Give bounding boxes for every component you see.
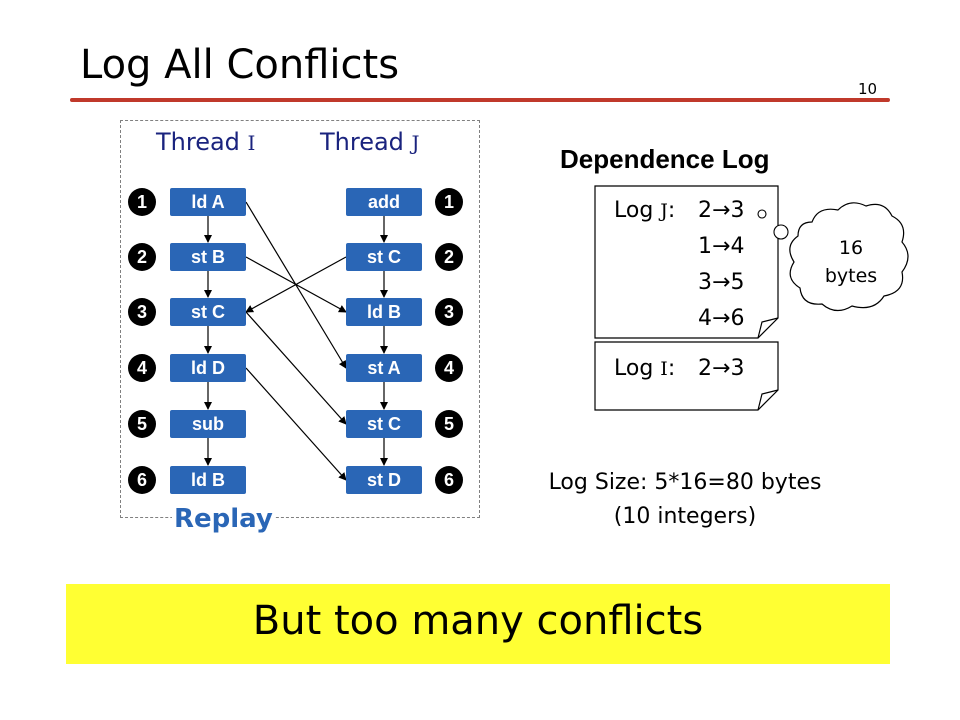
thread-i-instruction: ld D [170, 354, 246, 382]
thread-j-var: J [411, 131, 420, 155]
thread-j-step-number: 1 [435, 188, 463, 216]
thread-i-label: Thread I [156, 128, 255, 156]
arrow-icon: → [712, 198, 731, 223]
log-j-prefix: Log [614, 198, 661, 223]
log-entry-to: 4 [730, 234, 745, 259]
thread-i-step-number: 2 [128, 243, 156, 271]
log-entry-from: 2 [698, 198, 712, 223]
thread-j-instruction: ld B [346, 298, 422, 326]
thread-j-instruction: st A [346, 354, 422, 382]
conclusion-banner [66, 584, 890, 664]
thread-j-instruction: st C [346, 410, 422, 438]
conflict-arrow [245, 311, 347, 425]
thread-j-step-number: 5 [435, 410, 463, 438]
log-i-prefix: Log [614, 356, 661, 381]
arrow-icon: → [712, 234, 731, 259]
arrow-icon: → [712, 356, 731, 381]
log-j-entry: 2→3 [698, 198, 744, 223]
replay-label: Replay [172, 504, 275, 534]
log-j-entry: 3→5 [698, 270, 744, 295]
thought-bubble [789, 202, 909, 312]
log-i-entry: 2→3 [698, 356, 744, 381]
program-order-arrows [204, 216, 388, 466]
thread-i-prefix: Thread [156, 128, 248, 156]
thread-i-instruction: st C [170, 298, 246, 326]
log-entry-from: 2 [698, 356, 712, 381]
log-entry-to: 3 [730, 356, 745, 381]
thread-j-instruction: st D [346, 466, 422, 494]
thread-i-step-number: 6 [128, 466, 156, 494]
log-i-page [594, 341, 779, 411]
thread-i-instruction: sub [170, 410, 246, 438]
title-underline [70, 98, 890, 102]
thread-i-var: I [247, 131, 256, 155]
log-entry-from: 4 [698, 306, 712, 331]
log-j-entry: 4→6 [698, 306, 744, 331]
thread-j-label: Thread J [320, 128, 420, 156]
conflict-arrow [245, 256, 347, 313]
conflict-arrow [245, 367, 347, 481]
replay-region-box [120, 120, 480, 518]
thread-i-instruction: ld B [170, 466, 246, 494]
arrow-icon: → [712, 306, 731, 331]
thread-j-step-number: 4 [435, 354, 463, 382]
page-number: 10 [858, 80, 878, 98]
arrow-icon: → [712, 270, 731, 295]
log-j-colon: : [667, 198, 676, 223]
log-i-page-fold [757, 389, 779, 411]
thread-j-step-number: 2 [435, 243, 463, 271]
thought-dot-small [757, 209, 767, 219]
thread-j-step-number: 6 [435, 466, 463, 494]
conflict-arrows [245, 201, 347, 481]
thread-j-instruction: add [346, 188, 422, 216]
log-j-header: Log J: [614, 198, 675, 223]
log-j-var: J [660, 200, 668, 222]
thread-i-step-number: 4 [128, 354, 156, 382]
thread-i-instruction: ld A [170, 188, 246, 216]
log-size-line1: Log Size: 5*16=80 bytes [548, 470, 822, 495]
bubble-size-text: 16 bytes [806, 234, 896, 290]
log-j-page [594, 185, 779, 339]
bubble-size-number: 16 [838, 237, 864, 259]
log-i-var: I [660, 358, 668, 380]
thread-j-instruction: st C [346, 243, 422, 271]
log-size-line2: (10 integers) [613, 504, 757, 529]
thread-i-step-number: 1 [128, 188, 156, 216]
log-i-header: Log I: [614, 356, 675, 381]
log-j-page-fold [757, 317, 779, 339]
slide-title: Log All Conflicts [80, 42, 400, 88]
thread-j-step-number: 3 [435, 298, 463, 326]
log-entry-to: 6 [730, 306, 745, 331]
bubble-size-unit: bytes [824, 265, 878, 287]
conclusion-banner-text: But too many conflicts [252, 598, 704, 644]
log-entry-to: 3 [730, 198, 745, 223]
log-entry-from: 1 [698, 234, 712, 259]
log-entry-to: 5 [730, 270, 745, 295]
thread-j-prefix: Thread [320, 128, 412, 156]
log-j-entry: 1→4 [698, 234, 744, 259]
log-size-summary: Log Size: 5*16=80 bytes (10 integers) [500, 466, 870, 534]
log-i-colon: : [667, 356, 676, 381]
thread-i-instruction: st B [170, 243, 246, 271]
thread-i-step-number: 5 [128, 410, 156, 438]
thread-i-step-number: 3 [128, 298, 156, 326]
dependence-log-title: Dependence Log [560, 144, 770, 174]
thought-dot-large [773, 224, 789, 240]
log-entry-from: 3 [698, 270, 712, 295]
